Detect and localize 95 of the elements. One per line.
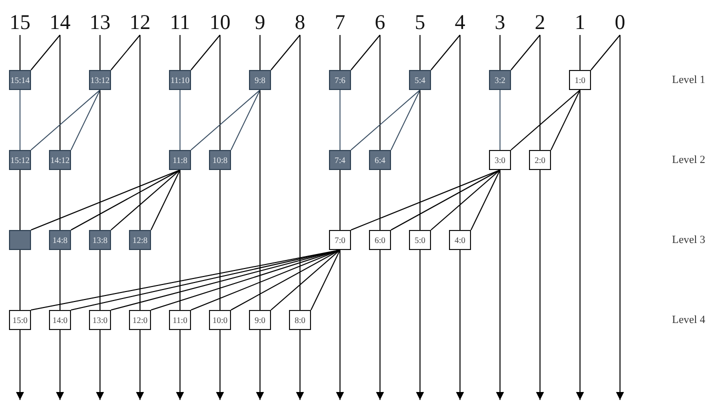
bit-number: 1 <box>574 9 586 35</box>
arrow <box>96 330 104 400</box>
arrow <box>576 90 584 400</box>
arrow <box>216 330 224 400</box>
bit-number: 3 <box>494 9 506 35</box>
signal-line <box>510 90 580 150</box>
signal-line <box>30 170 180 230</box>
bit-number: 9 <box>254 9 266 35</box>
signal-line <box>430 170 500 230</box>
signal-line <box>590 34 620 70</box>
signal-line <box>190 90 260 150</box>
prefix-node: 8:0 <box>289 310 311 330</box>
prefix-node: 4:0 <box>449 230 471 250</box>
signal-line <box>270 34 300 70</box>
signal-line <box>390 90 420 150</box>
prefix-node: 9:8 <box>249 70 271 90</box>
prefix-node: 15:12 <box>9 150 31 170</box>
signal-line <box>70 90 100 150</box>
bit-number: 4 <box>454 9 466 35</box>
prefix-node: 14:8 <box>49 230 71 250</box>
bit-number: 5 <box>414 9 426 35</box>
arrow <box>376 250 384 400</box>
prefix-node: 10:8 <box>209 150 231 170</box>
prefix-node: 3:0 <box>489 150 511 170</box>
arrow <box>176 330 184 400</box>
prefix-node: 6:4 <box>369 150 391 170</box>
prefix-node: 10:0 <box>209 310 231 330</box>
prefix-node <box>9 230 31 250</box>
level-label: Level 2 <box>672 153 706 167</box>
arrow <box>536 170 544 400</box>
signal-line <box>190 34 220 70</box>
prefix-node: 5:0 <box>409 230 431 250</box>
prefix-node: 7:4 <box>329 150 351 170</box>
signal-line <box>110 34 140 70</box>
prefix-node: 13:12 <box>89 70 111 90</box>
prefix-node: 5:4 <box>409 70 431 90</box>
arrow <box>256 330 264 400</box>
bit-number: 7 <box>334 9 346 35</box>
level-label: Level 3 <box>672 233 706 247</box>
signal-line <box>110 170 180 230</box>
signal-line <box>270 250 340 310</box>
prefix-node: 9:0 <box>249 310 271 330</box>
prefix-node: 11:8 <box>169 150 191 170</box>
arrow <box>336 250 344 400</box>
prefix-node: 13:8 <box>89 230 111 250</box>
signal-line <box>550 90 580 150</box>
bit-number: 14 <box>50 9 70 35</box>
prefix-node: 6:0 <box>369 230 391 250</box>
bit-number: 10 <box>210 9 230 35</box>
prefix-node: 14:0 <box>49 310 71 330</box>
signal-line <box>230 250 340 310</box>
arrow <box>296 330 304 400</box>
prefix-node: 13:0 <box>89 310 111 330</box>
bit-number: 13 <box>90 9 110 35</box>
signal-line <box>230 90 260 150</box>
signal-line <box>30 34 60 70</box>
signal-line <box>390 170 500 230</box>
bit-number: 8 <box>294 9 306 35</box>
signal-line <box>510 34 540 70</box>
prefix-node: 11:0 <box>169 310 191 330</box>
signal-line <box>350 90 420 150</box>
prefix-node: 3:2 <box>489 70 511 90</box>
prefix-node: 15:14 <box>9 70 31 90</box>
signal-line <box>350 170 500 230</box>
arrow <box>456 250 464 400</box>
bit-number: 2 <box>534 9 546 35</box>
signal-line <box>310 250 340 310</box>
bit-number: 0 <box>614 9 626 35</box>
arrow <box>416 250 424 400</box>
arrow <box>136 330 144 400</box>
signal-line <box>350 34 380 70</box>
signal-line <box>470 170 500 230</box>
signal-line <box>70 170 180 230</box>
prefix-node: 1:0 <box>569 70 591 90</box>
prefix-node: 12:8 <box>129 230 151 250</box>
arrow <box>496 170 504 400</box>
arrow <box>616 34 624 400</box>
bit-number: 11 <box>170 9 190 35</box>
arrow <box>56 330 64 400</box>
level-label: Level 4 <box>672 313 706 327</box>
prefix-node: 15:0 <box>9 310 31 330</box>
bit-number: 6 <box>374 9 386 35</box>
prefix-node: 7:6 <box>329 70 351 90</box>
bit-number: 12 <box>130 9 150 35</box>
prefix-node: 11:10 <box>169 70 191 90</box>
prefix-node: 2:0 <box>529 150 551 170</box>
signal-line <box>430 34 460 70</box>
signal-line <box>30 90 100 150</box>
level-label: Level 1 <box>672 73 706 87</box>
prefix-node: 14:12 <box>49 150 71 170</box>
signal-line <box>150 170 180 230</box>
prefix-node: 12:0 <box>129 310 151 330</box>
bit-number: 15 <box>10 9 30 35</box>
arrow <box>16 330 24 400</box>
prefix-node: 7:0 <box>329 230 351 250</box>
